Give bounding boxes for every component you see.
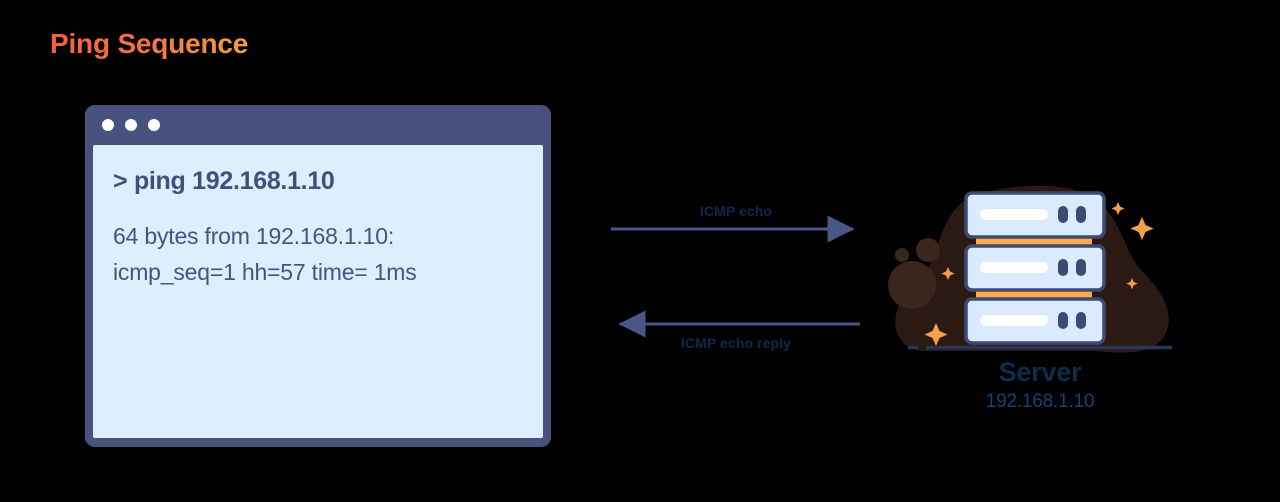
rack-led-2b	[1076, 259, 1086, 276]
rack-status-bar-1	[980, 209, 1048, 220]
close-dot-icon[interactable]	[102, 119, 114, 131]
sparkle-icon-right-tiny	[1126, 278, 1138, 290]
rack-led-3b	[1076, 312, 1086, 329]
rack-unit-3	[964, 297, 1106, 345]
rack-unit-2	[964, 244, 1106, 292]
rack-led-1a	[1058, 206, 1068, 223]
sparkle-icon-right-small	[1111, 202, 1125, 215]
terminal-window: > ping 192.168.1.10 64 bytes from 192.16…	[85, 105, 551, 447]
rack-led-3a	[1058, 312, 1068, 329]
rack-led-1b	[1076, 206, 1086, 223]
icmp-echo-label: ICMP echo	[699, 203, 773, 219]
blob-circle-small	[895, 248, 909, 262]
terminal-titlebar	[85, 105, 551, 145]
maximize-dot-icon[interactable]	[148, 119, 160, 131]
terminal-prompt-line: > ping 192.168.1.10	[113, 167, 335, 195]
server-name: Server	[998, 357, 1082, 387]
page-title: Ping Sequence	[50, 28, 249, 59]
terminal-body[interactable]: > ping 192.168.1.10 64 bytes from 192.16…	[93, 145, 543, 438]
server-caption: Server 192.168.1.10	[880, 357, 1200, 413]
sparkle-icon-left-large	[924, 323, 948, 346]
rack-led-2a	[1058, 259, 1068, 276]
blob-circle-medium	[916, 238, 940, 262]
rack-status-bar-3	[980, 315, 1048, 326]
server-ip-address: 192.168.1.10	[985, 390, 1095, 412]
rack-unit-1	[964, 191, 1106, 239]
terminal-output-line-1: 64 bytes from 192.168.1.10:	[113, 223, 395, 249]
sparkle-icon-left-small	[941, 267, 955, 280]
icmp-echo-reply-label: ICMP echo reply	[680, 335, 792, 351]
rack-status-bar-2	[980, 262, 1048, 273]
server-illustration	[888, 185, 1176, 353]
minimize-dot-icon[interactable]	[125, 119, 137, 131]
sparkle-icon-right-large	[1130, 217, 1154, 240]
blob-circle-large	[888, 261, 936, 309]
terminal-output-line-2: icmp_seq=1 hh=57 time= 1ms	[113, 259, 417, 286]
terminal-output: 64 bytes from 192.168.1.10: icmp_seq=1 h…	[113, 218, 523, 291]
